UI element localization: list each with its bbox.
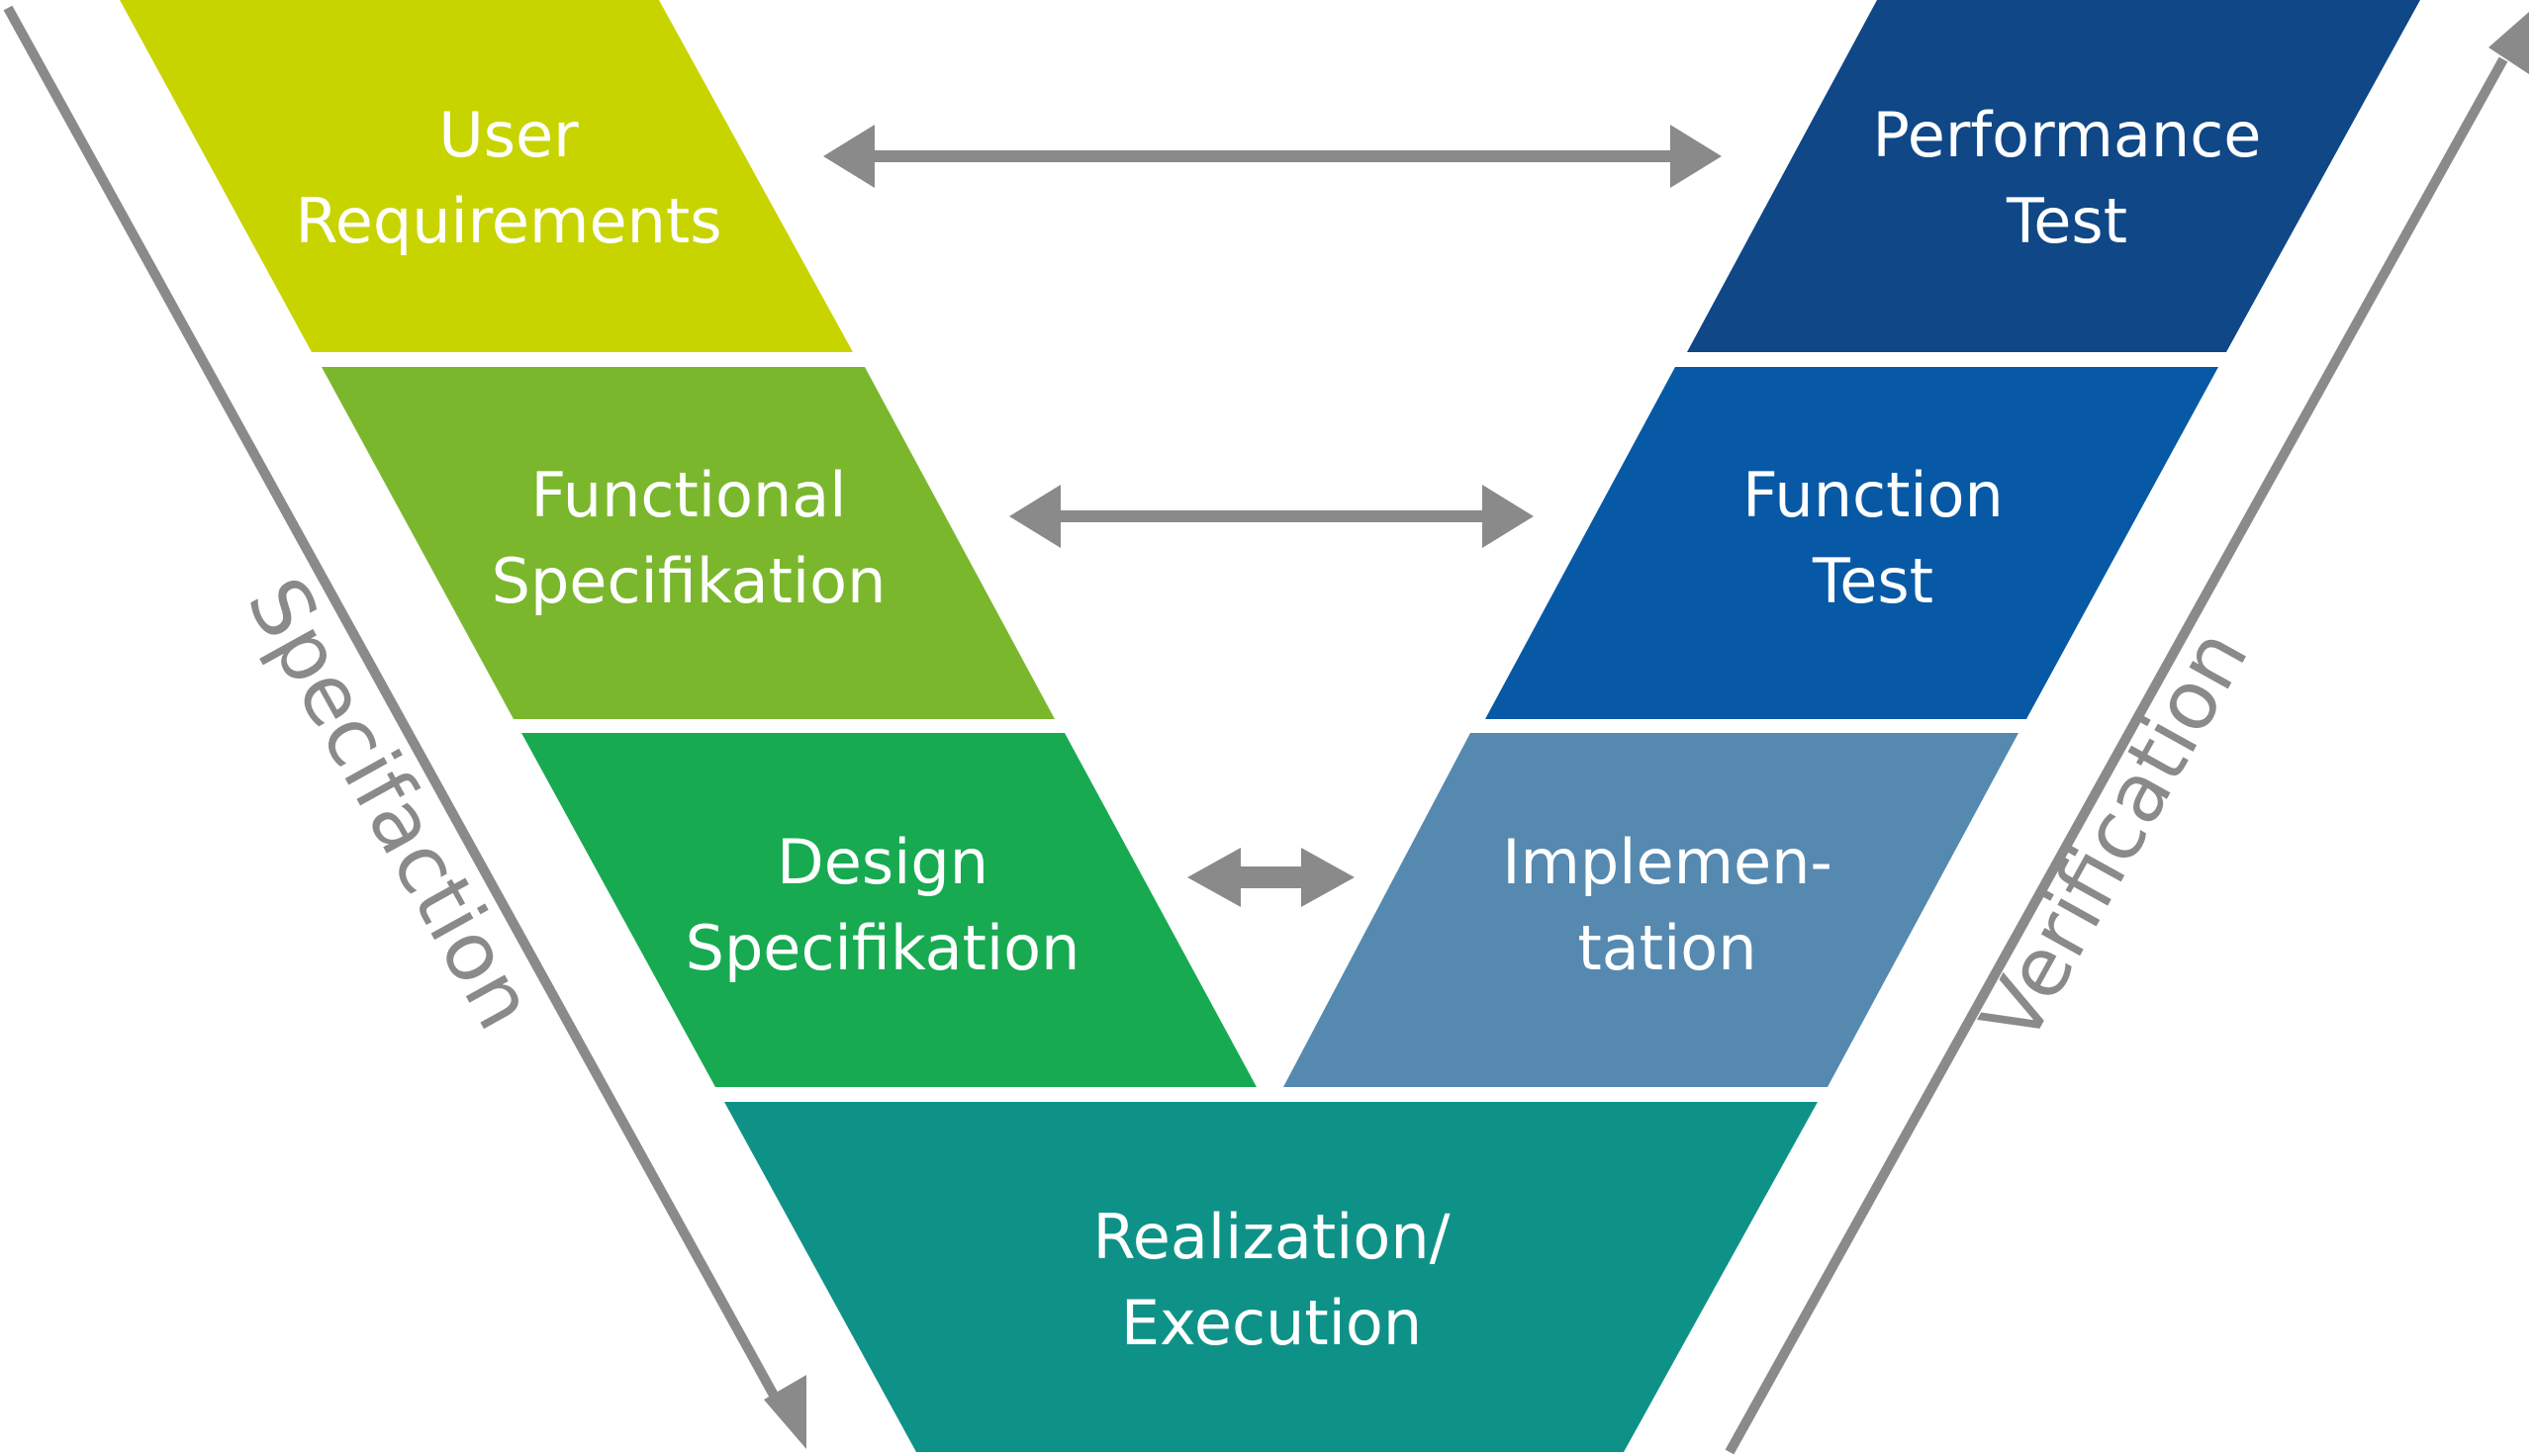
stage-shape [1485, 367, 2218, 719]
svg-text:Implemen-tation: Implemen-tation [1502, 826, 1832, 984]
stage-shape [1687, 0, 2420, 352]
stage-label-line: Execution [1121, 1287, 1422, 1359]
stage-label-line: Specifikation [686, 912, 1080, 984]
link-arrow-design-implementation [1187, 848, 1355, 907]
stage-label-line: Functional [531, 459, 847, 531]
stage-shape [521, 733, 1257, 1087]
stage-realization-execution: Realization/Execution [724, 1102, 1818, 1452]
stage-label-line: Design [777, 826, 988, 898]
stage-label-line: Implemen- [1502, 826, 1832, 898]
stage-label-line: Specifikation [492, 545, 887, 617]
stage-label-line: tation [1577, 912, 1756, 984]
stage-label-line: User [438, 99, 579, 171]
stage-label-line: Performance [1873, 99, 2262, 171]
link-arrow-user-performance [823, 125, 1722, 188]
stage-label-line: Requirements [295, 185, 721, 257]
svg-text:Realization/Execution: Realization/Execution [1092, 1201, 1450, 1359]
stage-shape [322, 367, 1055, 719]
stage-label-line: Test [2006, 185, 2127, 257]
stage-label-line: Test [1812, 545, 1933, 617]
specification-arrow [3, 5, 806, 1449]
stage-implementation: Implemen-tation [1283, 733, 2018, 1087]
verification-arrow [1725, 12, 2529, 1455]
stage-shape [1283, 733, 2018, 1087]
stage-shape [120, 0, 853, 352]
stage-label-line: Function [1742, 459, 2004, 531]
stage-label-line: Realization/ [1092, 1201, 1450, 1273]
stage-shape [724, 1102, 1818, 1452]
link-arrow-functional-function [1009, 485, 1534, 548]
